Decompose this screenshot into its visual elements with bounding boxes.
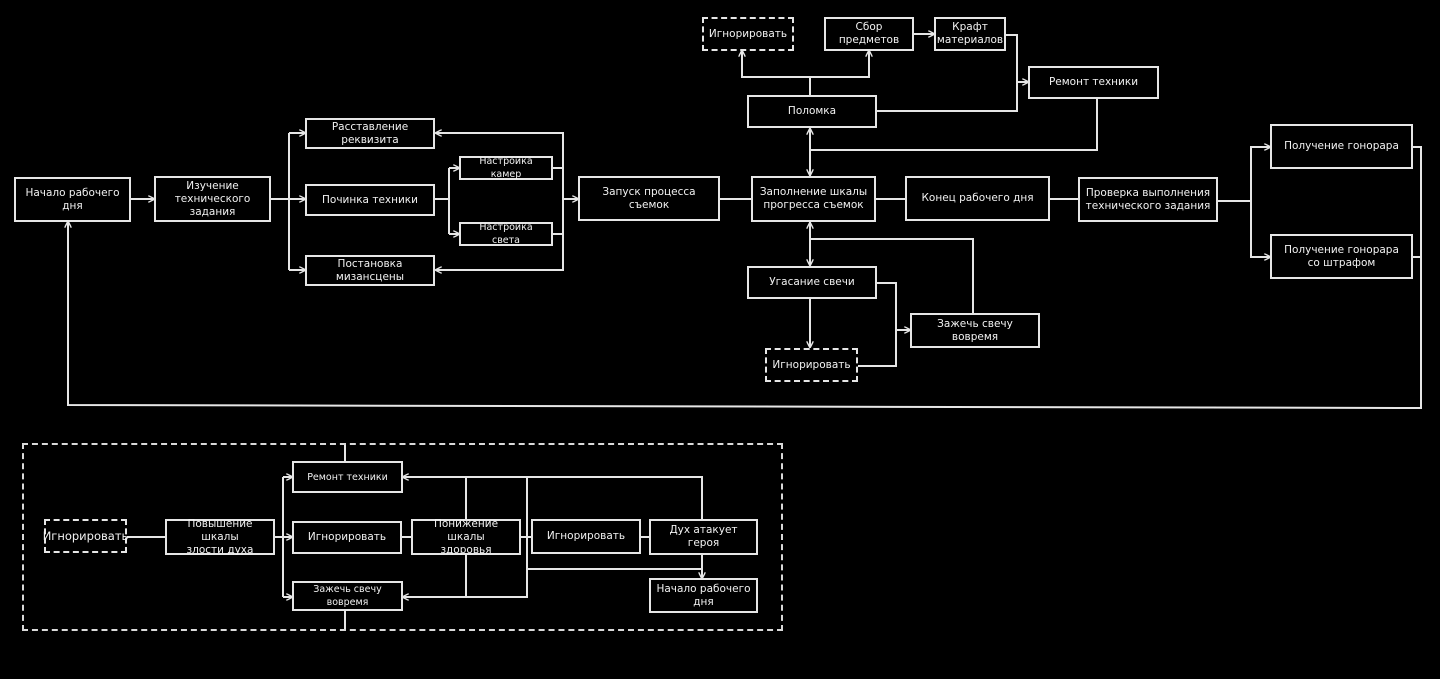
sub-node-ignore-start[interactable]: Игнорировать	[43, 519, 128, 553]
node-craft-materials[interactable]: Крафт материалов	[934, 17, 1006, 51]
sub-node-start-day[interactable]: Начало рабочего дня	[649, 578, 758, 613]
node-ignore-candle[interactable]: Игнорировать	[765, 348, 858, 382]
sub-node-lower-health[interactable]: Понижение шкалы здоровья	[411, 518, 521, 556]
node-ignore-breakdown[interactable]: Игнорировать	[702, 17, 794, 51]
node-repair-tech-main[interactable]: Починка техники	[305, 184, 435, 216]
node-fee-fine[interactable]: Получение гонорара со штрафом	[1270, 234, 1413, 279]
wire-return-loop	[68, 146, 1422, 410]
node-setup-cameras[interactable]: Настройка камер	[459, 156, 553, 180]
sub-node-spirit-attacks[interactable]: Дух атакует героя	[649, 519, 758, 555]
node-fill-progress[interactable]: Заполнение шкалы прогресса съемок	[751, 176, 876, 222]
wire-sub-attack-to-repair	[403, 477, 703, 519]
wire-breakdown-up	[742, 51, 811, 95]
node-setup-light[interactable]: Настройка света	[459, 222, 553, 246]
node-breakdown[interactable]: Поломка	[747, 95, 877, 128]
sub-node-ignore-mid[interactable]: Игнорировать	[292, 521, 402, 554]
wire-ignore-to-light	[858, 330, 897, 367]
node-staging[interactable]: Постановка мизансцены	[305, 255, 435, 286]
wire-craft-to-repair	[877, 34, 1018, 112]
node-light-candle[interactable]: Зажечь свечу вовремя	[910, 313, 1040, 348]
sub-node-raise-spirit[interactable]: Повышение шкалы злости духа	[165, 518, 275, 556]
sub-node-repair-tech[interactable]: Ремонт техники	[292, 461, 403, 493]
sub-node-light-candle[interactable]: Зажечь свечу вовремя	[292, 581, 403, 611]
node-repair-tech-top[interactable]: Ремонт техники	[1028, 66, 1159, 99]
node-study-spec[interactable]: Изучение технического задания	[154, 176, 271, 222]
wire-right-bus-bottom	[436, 233, 564, 270]
wire-to-collect	[810, 51, 869, 78]
wire-right-bus-top	[436, 133, 564, 169]
sub-node-ignore-right[interactable]: Игнорировать	[531, 519, 641, 554]
wire-to-fee	[1250, 147, 1270, 201]
wire-sub-to-light-return	[403, 477, 528, 597]
wire-repair-top-back	[810, 99, 1098, 151]
node-place-props[interactable]: Расставление реквизита	[305, 118, 435, 149]
node-end-day[interactable]: Конец рабочего дня	[905, 176, 1050, 221]
node-start-day[interactable]: Начало рабочего дня	[14, 177, 131, 222]
wire-to-fee-fine	[1250, 201, 1270, 257]
node-fee[interactable]: Получение гонорара	[1270, 124, 1413, 169]
node-candle-fade[interactable]: Угасание свечи	[747, 266, 877, 299]
spirit-attack-subdiagram-frame	[22, 443, 783, 631]
node-check-spec[interactable]: Проверка выполнения технического задания	[1078, 177, 1218, 222]
node-collect-items[interactable]: Сбор предметов	[824, 17, 914, 51]
wire-candle-to-light	[877, 282, 910, 330]
node-start-shooting[interactable]: Запуск процесса съемок	[578, 176, 720, 221]
wire-light-back	[810, 238, 974, 313]
